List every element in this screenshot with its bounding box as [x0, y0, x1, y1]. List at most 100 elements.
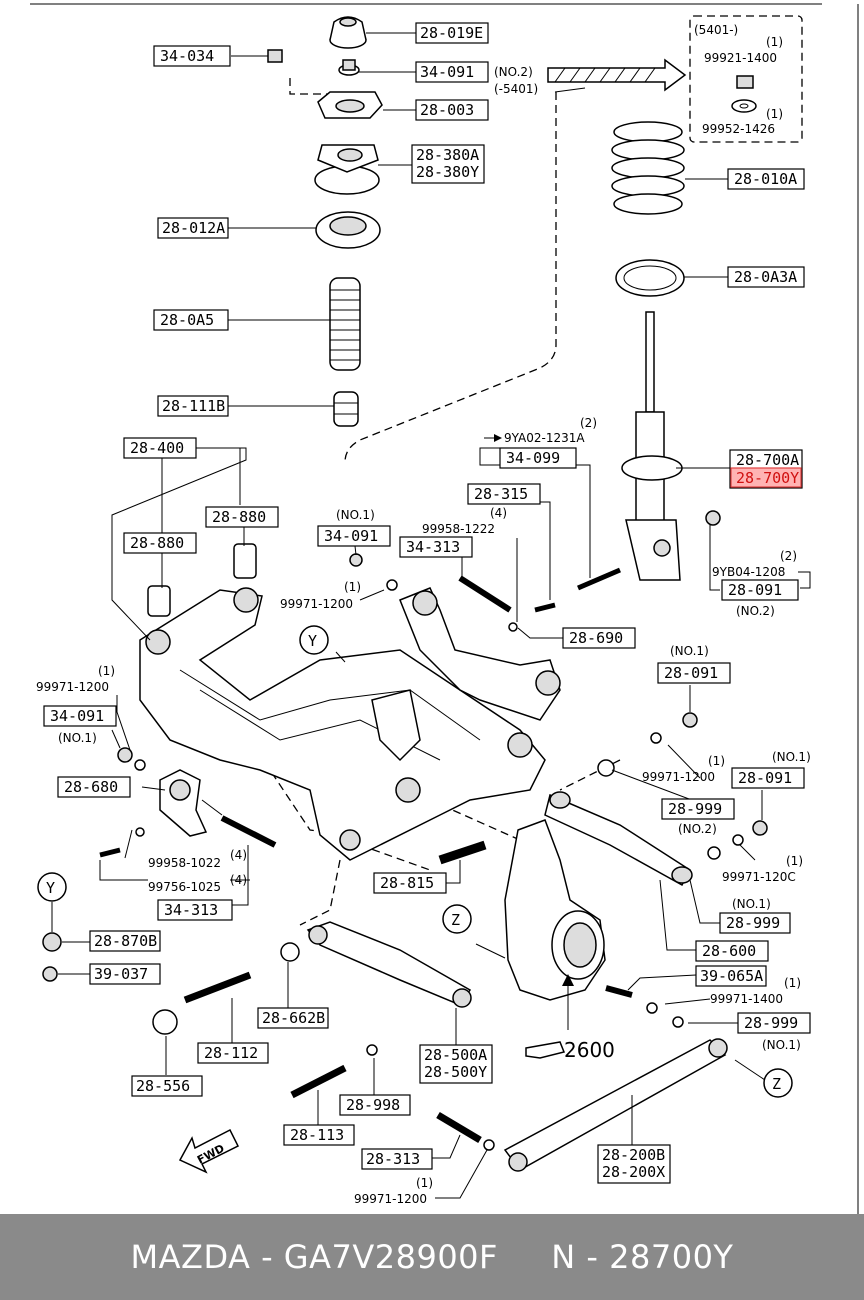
hatched-arrow	[547, 58, 687, 92]
svg-text:28-556: 28-556	[136, 1077, 190, 1095]
callout-28-091-r1: 28-091	[721, 579, 799, 601]
svg-text:28-690: 28-690	[569, 629, 623, 647]
lower-arm-part	[306, 921, 472, 1008]
note-99971-1200-bottom: 99971-1200	[354, 1192, 427, 1206]
note-99958-1222: 99958-1222	[422, 522, 495, 536]
callout-34-091-top: 34-091	[415, 61, 489, 83]
inset-box	[689, 15, 803, 143]
note-no2-top: (NO.2)	[494, 65, 533, 79]
svg-text:Z: Z	[772, 1075, 781, 1093]
svg-text:28-111B: 28-111B	[162, 397, 225, 415]
nut-part-top	[338, 59, 360, 76]
callout-28-815: 28-815	[373, 872, 447, 894]
callout-28-313: 28-313	[361, 1148, 433, 1170]
svg-text:34-091: 34-091	[420, 63, 474, 81]
small-nut-part	[267, 49, 283, 63]
callout-28-999-c: 28-999	[737, 1012, 811, 1034]
bearing-seat-part	[315, 211, 381, 249]
svg-text:34-091: 34-091	[324, 527, 378, 545]
svg-text:28-0A3A: 28-0A3A	[734, 268, 797, 286]
svg-text:28-870B: 28-870B	[94, 932, 157, 950]
callout-28-400: 28-400	[123, 437, 197, 459]
differential-mount-part	[159, 769, 208, 837]
svg-text:28-600: 28-600	[702, 942, 756, 960]
svg-text:34-313: 34-313	[164, 901, 218, 919]
svg-text:Y: Y	[46, 879, 55, 897]
note-99971-120c: 99971-120C	[722, 870, 796, 884]
qty-4-a: (4)	[490, 506, 507, 520]
note-5401-top: (-5401)	[494, 82, 538, 96]
note-no1-left: (NO.1)	[58, 731, 97, 745]
qty-1-r3: (1)	[786, 854, 803, 868]
svg-text:28-019E: 28-019E	[420, 24, 483, 42]
svg-text:28-680: 28-680	[64, 778, 118, 796]
note-99958-1022: 99958-1022	[148, 856, 221, 870]
callout-34-034: 34-034	[153, 45, 231, 67]
note-no2-r1: (NO.2)	[736, 604, 775, 618]
coil-spring-part	[611, 121, 685, 215]
spring-seat-part	[615, 259, 685, 297]
svg-text:34-034: 34-034	[160, 47, 214, 65]
dust-boot-part	[329, 277, 361, 371]
dashed-guide-short	[289, 78, 330, 95]
svg-text:28-998: 28-998	[346, 1096, 400, 1114]
dashed-guide-line	[344, 92, 557, 463]
svg-text:28-091: 28-091	[738, 769, 792, 787]
callout-28-600: 28-600	[695, 940, 769, 962]
svg-text:28-003: 28-003	[420, 101, 474, 119]
svg-text:28-999: 28-999	[668, 800, 722, 818]
svg-text:28-999: 28-999	[726, 914, 780, 932]
note-99971-1400: 99971-1400	[710, 992, 783, 1006]
qty-1-r2: (1)	[708, 754, 725, 768]
svg-text:28-380A: 28-380A	[416, 146, 479, 164]
callout-28-680: 28-680	[57, 776, 131, 798]
svg-text:28-012A: 28-012A	[162, 219, 225, 237]
inset-part-99921-1400: 99921-1400	[704, 51, 777, 65]
part-number-caption: MAZDA - GA7V28900F N - 28700Y	[130, 1238, 734, 1276]
svg-text:Z: Z	[451, 911, 460, 929]
mount-plate-part	[317, 91, 383, 119]
marker-y-mid: Y	[299, 625, 329, 655]
inset-head: (5401-)	[694, 23, 738, 37]
qty-1-a: (1)	[344, 580, 361, 594]
marker-z-right: Z	[763, 1068, 793, 1098]
bushing-part-left	[147, 543, 257, 617]
callout-28-112: 28-112	[197, 1042, 269, 1064]
note-99971-1200-a: 99971-1200	[280, 597, 353, 611]
callout-34-091-mid: 34-091	[317, 525, 391, 547]
callout-39-037: 39-037	[89, 963, 161, 985]
callout-28-880-left: 28-880	[123, 532, 197, 554]
svg-text:28-315: 28-315	[474, 485, 528, 503]
note-no1-r5: (NO.1)	[762, 1038, 801, 1052]
svg-text:28-700Y: 28-700Y	[736, 469, 799, 487]
ref-2600: 2600	[564, 1038, 615, 1062]
callout-28-999-a: 28-999	[661, 798, 735, 820]
callout-28-111B: 28-111B	[157, 395, 229, 417]
footer-banner: MAZDA - GA7V28900F N - 28700Y	[0, 1214, 864, 1300]
lateral-link-part	[544, 791, 693, 887]
inset-washer-part	[731, 99, 757, 113]
note-99971-1200-left: 99971-1200	[36, 680, 109, 694]
trailing-link-part	[503, 1038, 728, 1172]
inset-qty-1b: (1)	[766, 107, 783, 121]
callout-28-690: 28-690	[562, 627, 636, 649]
note-99971-1200-r2: 99971-1200	[642, 770, 715, 784]
svg-text:34-099: 34-099	[506, 449, 560, 467]
callout-34-313-bottom: 34-313	[157, 899, 233, 921]
svg-text:28-313: 28-313	[366, 1150, 420, 1168]
callout-28-091-r3: 28-091	[731, 767, 805, 789]
svg-text:28-091: 28-091	[664, 664, 718, 682]
svg-text:28-500Y: 28-500Y	[424, 1063, 487, 1081]
qty-1-left: (1)	[98, 664, 115, 678]
qty-1-bottom: (1)	[416, 1176, 433, 1190]
callout-28-999-b: 28-999	[719, 912, 791, 934]
callout-28-998: 28-998	[339, 1094, 411, 1116]
callout-28-870B: 28-870B	[89, 930, 161, 952]
exploded-parts-diagram: 34-034 28-019E 34-091 (NO.2) (-5401) 28-…	[30, 3, 859, 1214]
svg-text:28-880: 28-880	[130, 534, 184, 552]
marker-z-mid: Z	[442, 904, 472, 934]
note-no1-r4: (NO.1)	[732, 897, 771, 911]
